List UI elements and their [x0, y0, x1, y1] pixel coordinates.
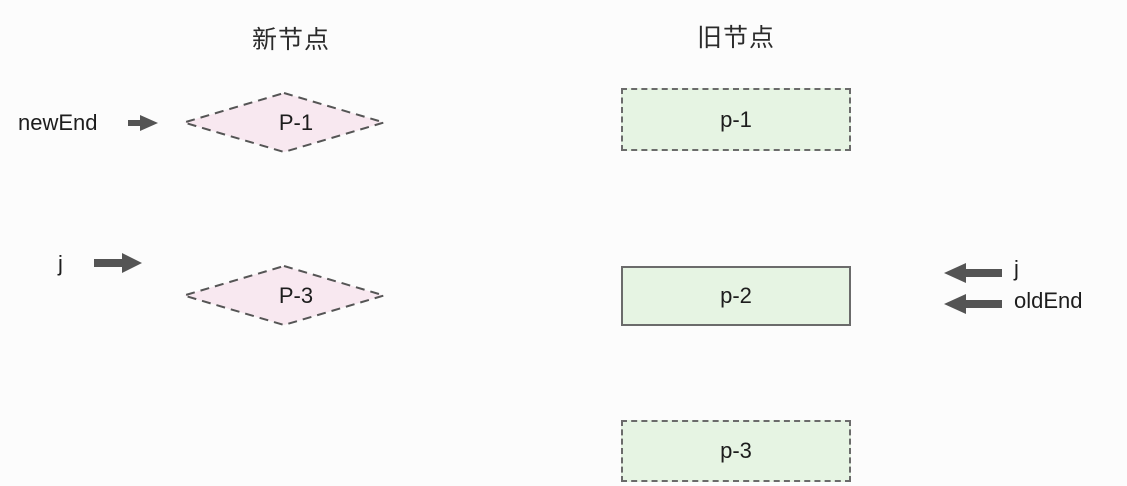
- new-nodes-column-title: 新节点: [251, 26, 330, 54]
- pointer-label-newend: newEnd: [18, 110, 98, 135]
- old-nodes-column-title: 旧节点: [696, 24, 775, 52]
- old-node-box-p2[interactable]: p-2: [621, 266, 851, 326]
- new-node-diamond-p3[interactable]: P-3: [180, 264, 388, 327]
- pointer-label-oldend: oldEnd: [1014, 288, 1083, 313]
- oldend-arrow-icon: [942, 293, 1002, 315]
- old-node-label-p1: p-1: [720, 106, 752, 132]
- j-right-arrow-icon: [942, 262, 1002, 284]
- j-left-arrow-icon: [94, 252, 144, 274]
- old-node-box-p3[interactable]: p-3: [621, 420, 851, 482]
- old-node-box-p1[interactable]: p-1: [621, 88, 851, 151]
- old-node-label-p3: p-3: [720, 438, 752, 463]
- new-node-diamond-p1[interactable]: P-1: [180, 91, 388, 154]
- pointer-label-j-left: j: [58, 251, 63, 276]
- newend-arrow-icon: [128, 112, 160, 134]
- old-node-label-p2: p-2: [720, 283, 752, 308]
- pointer-label-j-right: j: [1014, 256, 1019, 281]
